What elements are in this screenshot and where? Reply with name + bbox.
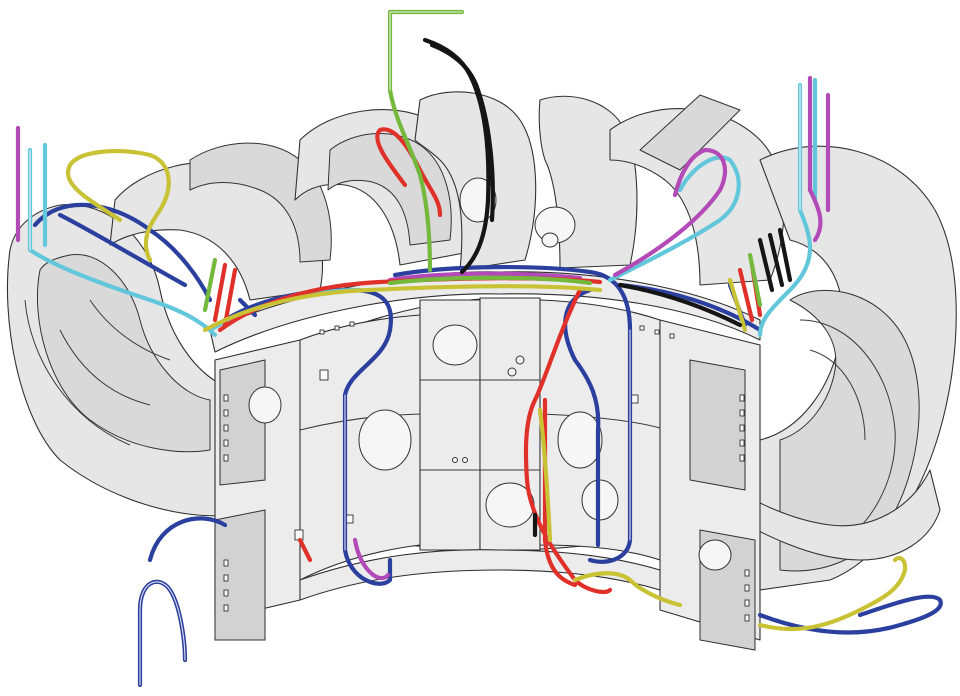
port-left-wing (248, 386, 282, 424)
deck-holes (294, 321, 675, 541)
bolt (507, 367, 517, 377)
pipe-black (422, 37, 793, 538)
port-right-panel (557, 411, 603, 469)
coil-housing-right-lower (699, 469, 941, 561)
coil-housings (6, 91, 957, 591)
coil-housing-2b (189, 142, 332, 263)
right-bracket-top (689, 359, 746, 491)
port-right-wing (698, 539, 732, 571)
left-bracket (214, 509, 266, 641)
pipe-yellow (66, 149, 908, 632)
pipe-highlights (29, 11, 801, 686)
port-center-top (432, 324, 478, 366)
left-bracket-top (219, 359, 266, 486)
slot-strip-right (739, 394, 750, 622)
coil-housing-left-inner (37, 253, 211, 453)
pipe-magenta (15, 75, 831, 581)
coil-housing-right-ring (799, 319, 896, 551)
pipe-network (15, 9, 943, 688)
port-left-panel (358, 409, 412, 471)
bolt (452, 457, 458, 463)
bolt (462, 457, 468, 463)
coil-housing-left-ring (24, 299, 171, 446)
coil-housing-5-port-b (541, 232, 559, 248)
slot-strip-left (223, 394, 229, 612)
bolt (515, 355, 525, 365)
coil-housing-3-inner (327, 133, 452, 246)
coil-housing-6-blade (639, 94, 741, 171)
central-frame (209, 271, 761, 651)
